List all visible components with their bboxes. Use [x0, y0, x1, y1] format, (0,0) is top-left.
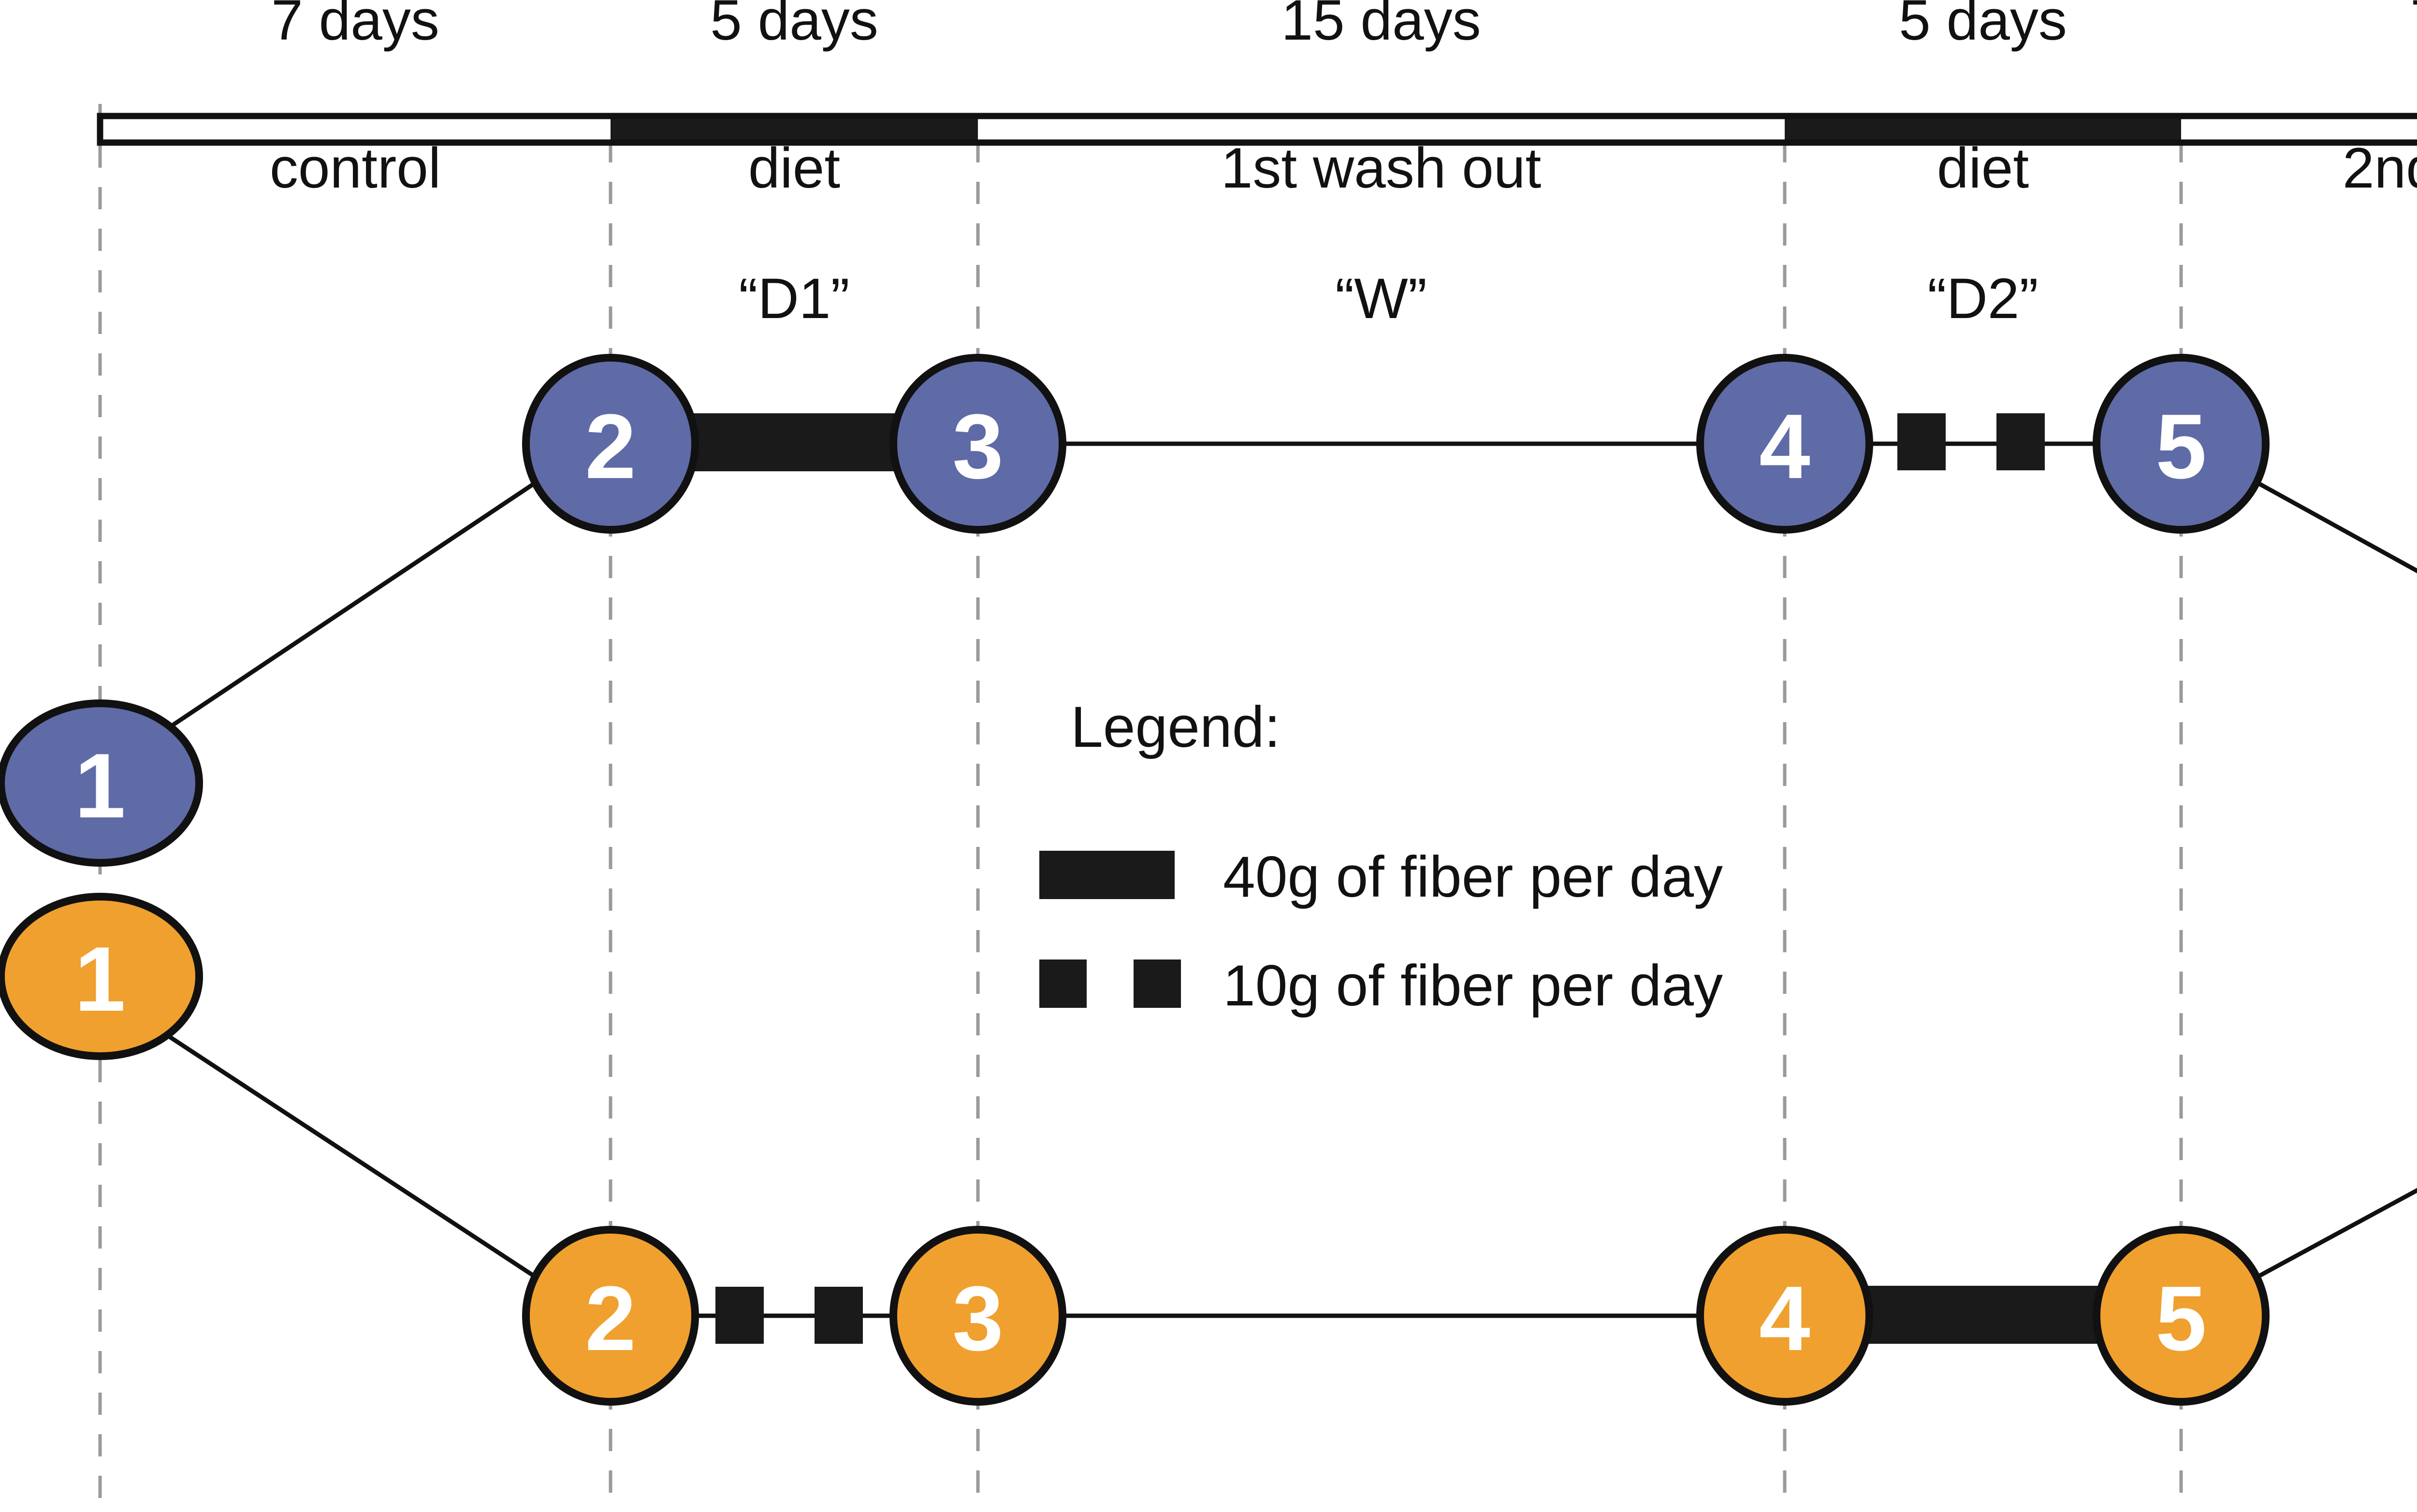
phase-label-washout-2: 2nd wash out	[2343, 136, 2417, 200]
node-blue-2-label: 2	[585, 395, 636, 498]
node-orange-4-label: 4	[1759, 1267, 1810, 1370]
legend-swatch-dashed-10g	[1039, 960, 1181, 1008]
node-blue-1-shape[interactable]	[0, 699, 203, 867]
node-orange-1-label: 1	[74, 928, 126, 1031]
duration-label-5: 7 days	[2410, 0, 2417, 52]
bar-segment-diet-2	[1785, 116, 2181, 143]
node-orange-2[interactable]: 2	[522, 1226, 699, 1406]
node-orange-1-shape[interactable]	[0, 893, 203, 1060]
duration-label-2: 5 days	[710, 0, 878, 52]
node-orange-1[interactable]: 1	[0, 893, 203, 1060]
node-orange-4[interactable]: 4	[1696, 1226, 1873, 1406]
code-label-d1: “D1”	[739, 267, 849, 331]
bar-segment-washout-2	[2181, 116, 2417, 143]
link-orange-1-2-thin	[139, 1016, 547, 1285]
link-blue-4-5-dashed-10g	[1842, 413, 2125, 470]
timeline-bar	[97, 113, 2417, 146]
node-blue-4-label: 4	[1759, 395, 1810, 498]
code-label-d2: “D2”	[1927, 267, 2038, 331]
node-blue-1-label: 1	[74, 735, 126, 837]
duration-label-4: 5 days	[1899, 0, 2067, 52]
phase-label-control: control	[270, 136, 441, 200]
link-orange-4-5-solid-40g	[1837, 1286, 2129, 1344]
dash-block-blue-b	[1996, 413, 2045, 470]
phase-labels: control diet 1st wash out diet 2nd wash …	[270, 136, 2417, 200]
bar-segment-washout-1	[978, 116, 1785, 143]
dash-block-blue-a	[1897, 413, 1946, 470]
node-orange-2-shape[interactable]	[522, 1226, 699, 1406]
phase-label-diet-1: diet	[748, 136, 840, 200]
node-blue-5-label: 5	[2155, 395, 2207, 498]
link-orange-5-6-thin	[2244, 1188, 2417, 1285]
arm-orange: 1 2 3 4 5 6	[0, 893, 2417, 1406]
node-blue-2[interactable]: 2	[522, 354, 699, 534]
duration-label-1: 7 days	[271, 0, 439, 52]
code-label-w: “W”	[1335, 267, 1427, 331]
dash-block-orange-b	[815, 1287, 863, 1344]
node-orange-3-shape[interactable]	[889, 1226, 1066, 1406]
bar-segment-control	[100, 116, 611, 143]
timeline-bar-outline	[97, 113, 2417, 146]
node-blue-3-label: 3	[952, 395, 1004, 498]
node-orange-4-shape[interactable]	[1696, 1226, 1873, 1406]
node-orange-3-label: 3	[952, 1267, 1004, 1370]
node-orange-5[interactable]: 5	[2093, 1226, 2270, 1406]
legend-title: Legend:	[1071, 695, 1281, 759]
legend-swatch-solid-40g	[1039, 851, 1175, 899]
legend-dash-block-a	[1039, 960, 1087, 1008]
node-blue-1[interactable]: 1	[0, 699, 203, 867]
phase-label-washout-1: 1st wash out	[1221, 136, 1541, 200]
node-orange-5-shape[interactable]	[2093, 1226, 2270, 1406]
period-code-labels: “D1” “W” “D2”	[739, 267, 2038, 331]
node-orange-5-label: 5	[2155, 1267, 2207, 1370]
legend-dash-block-b	[1134, 960, 1181, 1008]
legend-label-40g: 40g of fiber per day	[1223, 844, 1723, 909]
dash-block-orange-a	[715, 1287, 764, 1344]
link-blue-1-2-thin	[139, 474, 547, 749]
duration-labels: 7 days 5 days 15 days 5 days 7 days	[271, 0, 2417, 52]
node-orange-2-label: 2	[585, 1267, 636, 1370]
bar-segment-diet-1	[611, 116, 978, 143]
node-blue-5[interactable]: 5	[2093, 354, 2270, 534]
node-blue-3[interactable]: 3	[889, 354, 1066, 534]
node-blue-3-shape[interactable]	[889, 354, 1066, 534]
node-blue-4[interactable]: 4	[1696, 354, 1873, 534]
node-blue-5-shape[interactable]	[2093, 354, 2270, 534]
link-orange-2-3-dashed-10g	[672, 1287, 921, 1344]
node-blue-4-shape[interactable]	[1696, 354, 1873, 534]
link-blue-5-6-thin	[2244, 474, 2417, 574]
arm-blue: 1 2 3 4 5 6	[0, 354, 2417, 867]
legend-label-10g: 10g of fiber per day	[1223, 953, 1723, 1018]
node-orange-3[interactable]: 3	[889, 1226, 1066, 1406]
duration-label-3: 15 days	[1281, 0, 1481, 52]
node-blue-2-shape[interactable]	[522, 354, 699, 534]
link-blue-2-3-solid-40g	[662, 413, 926, 471]
legend: Legend: 40g of fiber per day 10g of fibe…	[1039, 695, 1723, 1018]
phase-label-diet-2: diet	[1937, 136, 2029, 200]
